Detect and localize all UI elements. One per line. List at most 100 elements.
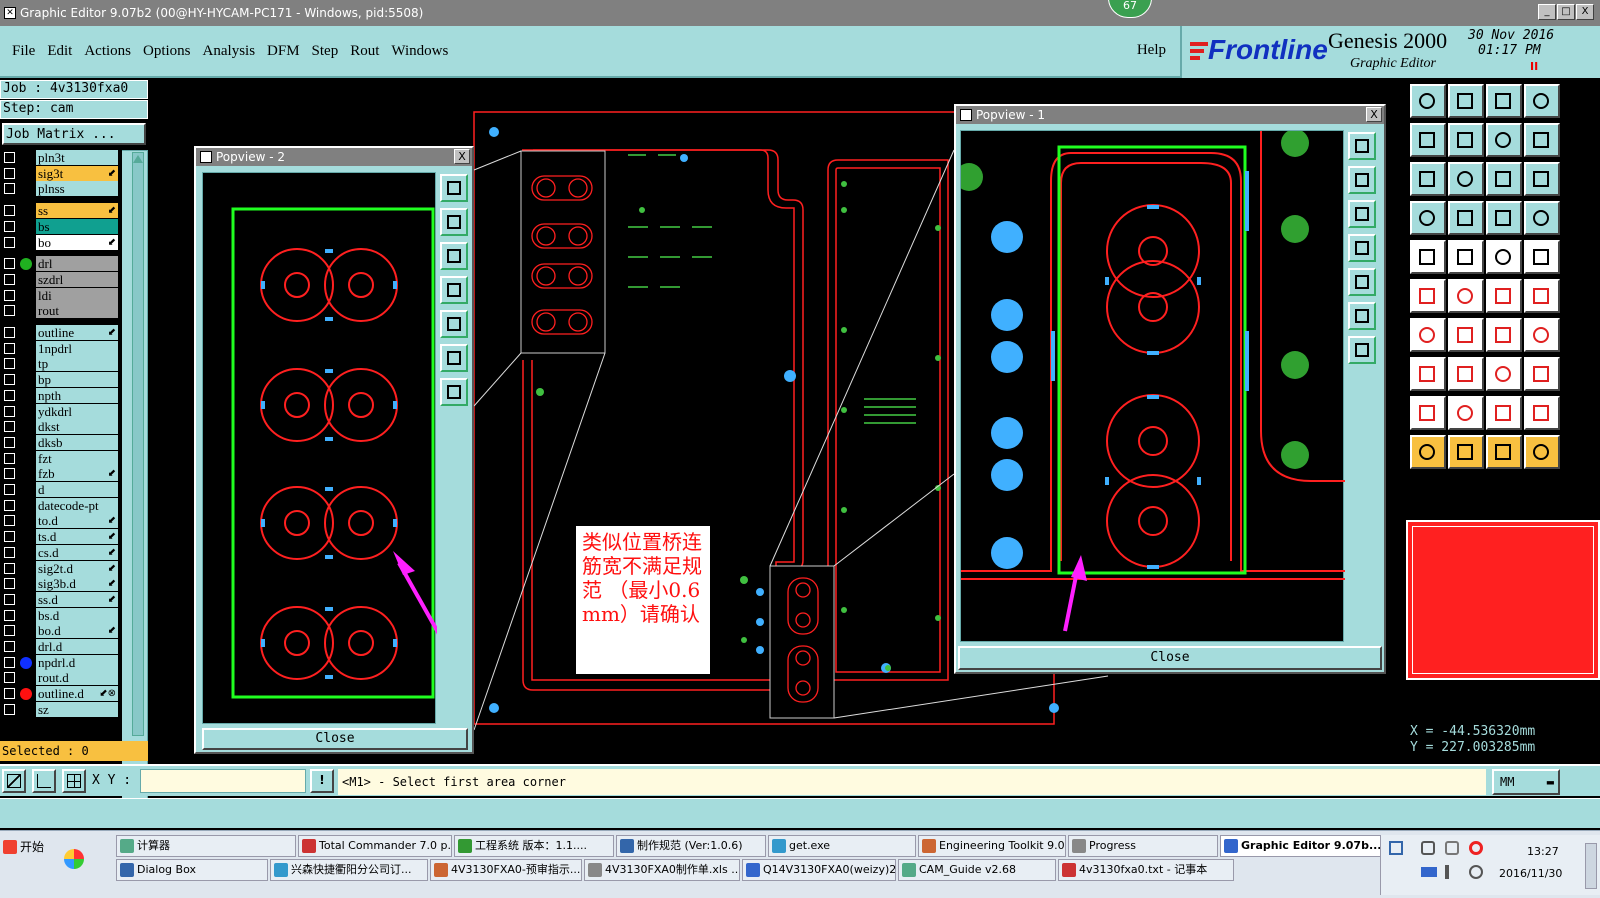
popview-2-x-button[interactable]: X (454, 149, 470, 164)
layer-checkbox[interactable] (4, 436, 15, 448)
menu-actions[interactable]: Actions (84, 42, 132, 59)
tool-mirror-button[interactable] (1524, 123, 1560, 157)
measure-tool-button[interactable] (32, 769, 56, 793)
layer-checkbox[interactable] (4, 515, 15, 527)
layer-checkbox[interactable] (4, 656, 15, 668)
tool-help-query-button[interactable] (1524, 162, 1560, 196)
menu-file[interactable]: File (12, 42, 36, 59)
layer-checkbox[interactable] (4, 578, 15, 590)
layer-checkbox[interactable] (4, 562, 15, 574)
tool-cross-button[interactable] (1448, 279, 1484, 313)
layer-checkbox[interactable] (4, 625, 15, 637)
tool-view-fit-button[interactable] (1524, 84, 1560, 118)
tool-wrench-button[interactable] (1410, 201, 1446, 235)
taskbar-item-6[interactable]: Engineering Toolkit 9.0... (918, 835, 1066, 857)
clock-time[interactable]: 13:27 (1527, 845, 1559, 858)
close-window-button[interactable]: X (1576, 4, 1594, 20)
layer-row-cs-d[interactable]: cs.d⬋ (0, 544, 120, 560)
xy-input[interactable] (140, 769, 306, 793)
zoom-tool-7-button[interactable] (440, 378, 468, 406)
layer-row-npdrl-d[interactable]: npdrl.d (0, 654, 120, 670)
layer-row-bs-d[interactable]: bs.d (0, 607, 120, 623)
tray-network-icon[interactable] (1445, 841, 1459, 855)
tool-triangle-a-button[interactable] (1410, 396, 1446, 430)
zoom-tool-2-button[interactable] (1348, 166, 1376, 194)
tool-undo-rotate-button[interactable] (1486, 318, 1522, 352)
layer-checkbox[interactable] (4, 531, 15, 543)
popview-1-close-button[interactable]: Close (958, 646, 1382, 670)
layer-checkbox[interactable] (4, 609, 15, 621)
zoom-tool-3-button[interactable] (440, 242, 468, 270)
layer-row-sz[interactable]: sz (0, 701, 120, 717)
layer-checkbox[interactable] (4, 342, 15, 354)
layer-row-ss[interactable]: ss⬋ (0, 203, 120, 219)
tool-triangle-d-button[interactable] (1524, 396, 1560, 430)
tool-layer-down-button[interactable] (1448, 84, 1484, 118)
show-desktop-button[interactable] (1585, 843, 1597, 889)
taskbar-item-8[interactable]: Graphic Editor 9.07b... (1220, 835, 1392, 857)
menu-options[interactable]: Options (143, 42, 191, 59)
tool-select-region-button[interactable] (1524, 357, 1560, 391)
zoom-tool-7-button[interactable] (1348, 336, 1376, 364)
layer-row-ss-d[interactable]: ss.d⬋ (0, 591, 120, 607)
layer-row-pln3t[interactable]: pln3t (0, 150, 120, 165)
layer-checkbox[interactable] (4, 289, 15, 301)
layer-scrollbar[interactable] (132, 152, 144, 736)
zoom-tool-6-button[interactable] (1348, 302, 1376, 330)
zoom-tool-4-button[interactable] (440, 276, 468, 304)
taskbar-item-5[interactable]: get.exe (768, 835, 916, 857)
popview-1-x-button[interactable]: X (1366, 107, 1382, 122)
taskbar-item-3[interactable]: 工程系统 版本：1.1.... (454, 835, 614, 857)
notification-badge[interactable]: 67 (1108, 0, 1152, 18)
tool-dots-button[interactable] (1524, 279, 1560, 313)
layer-checkbox[interactable] (4, 688, 15, 700)
layer-checkbox[interactable] (4, 641, 15, 652)
zoom-tool-4-button[interactable] (1348, 234, 1376, 262)
taskbar-item-row2-2[interactable]: 兴森快捷衢阳分公司订... (270, 859, 428, 881)
popview-1-titlebar[interactable]: Popview - 1 X (956, 106, 1384, 124)
taskbar-item-row2-7[interactable]: 4v3130fxa0.txt - 记事本 (1058, 859, 1234, 881)
layer-checkbox[interactable] (4, 258, 15, 270)
zoom-tool-1-button[interactable] (1348, 132, 1376, 160)
layer-checkbox[interactable] (4, 546, 15, 558)
maximize-button[interactable]: □ (1557, 4, 1575, 20)
tool-copy-button[interactable] (1410, 123, 1446, 157)
layer-row-sig3b-d[interactable]: sig3b.d⬋ (0, 576, 120, 592)
layer-checkbox[interactable] (4, 593, 15, 605)
layer-row-bp[interactable]: bp (0, 372, 120, 388)
menu-step[interactable]: Step (311, 42, 339, 59)
layer-checkbox[interactable] (4, 703, 15, 715)
tool-zoom-center-button[interactable] (1448, 162, 1484, 196)
layer-row-ldi[interactable]: ldi (0, 287, 120, 303)
info-button[interactable]: ! (310, 769, 334, 793)
tray-device-icon[interactable] (1421, 841, 1435, 855)
tool-pointer-c-button[interactable] (1486, 435, 1522, 469)
layer-row-rout-d[interactable]: rout.d (0, 670, 120, 686)
tool-grid-button[interactable] (1448, 201, 1484, 235)
layer-checkbox[interactable] (4, 421, 15, 433)
tool-arc-tool-button[interactable] (1486, 279, 1522, 313)
layer-checkbox[interactable] (4, 183, 15, 195)
snap-tool-button[interactable] (2, 769, 26, 793)
tool-pointer-b-button[interactable] (1448, 435, 1484, 469)
tray-monitor-icon[interactable] (1389, 841, 1403, 855)
layer-row-to-d[interactable]: to.d⬋ (0, 513, 120, 529)
job-matrix-button[interactable]: Job Matrix ... (2, 123, 146, 145)
layer-checkbox[interactable] (4, 220, 15, 232)
layer-checkbox[interactable] (4, 374, 15, 386)
menu-dfm[interactable]: DFM (267, 42, 300, 59)
popview-2-titlebar[interactable]: Popview - 2 X (196, 148, 472, 166)
taskbar-item-row2-1[interactable]: Dialog Box (116, 859, 268, 881)
layer-checkbox[interactable] (4, 305, 15, 317)
taskbar-item-row2-5[interactable]: Q14V3130FXA0(weizy)2... (742, 859, 896, 881)
tool-pointer-a-button[interactable] (1410, 435, 1446, 469)
layer-row-drl-d[interactable]: drl.d (0, 639, 120, 654)
menu-edit[interactable]: Edit (47, 42, 73, 59)
layer-row-rout[interactable]: rout (0, 303, 120, 319)
tray-volume-icon[interactable] (1445, 865, 1457, 879)
tool-scale-1-2-button[interactable] (1486, 162, 1522, 196)
layer-row-bo-d[interactable]: bo.d⬋ (0, 623, 120, 639)
layer-row-szdrl[interactable]: szdrl (0, 271, 120, 287)
layer-checkbox[interactable] (4, 236, 15, 248)
layer-row-npth[interactable]: npth (0, 387, 120, 403)
